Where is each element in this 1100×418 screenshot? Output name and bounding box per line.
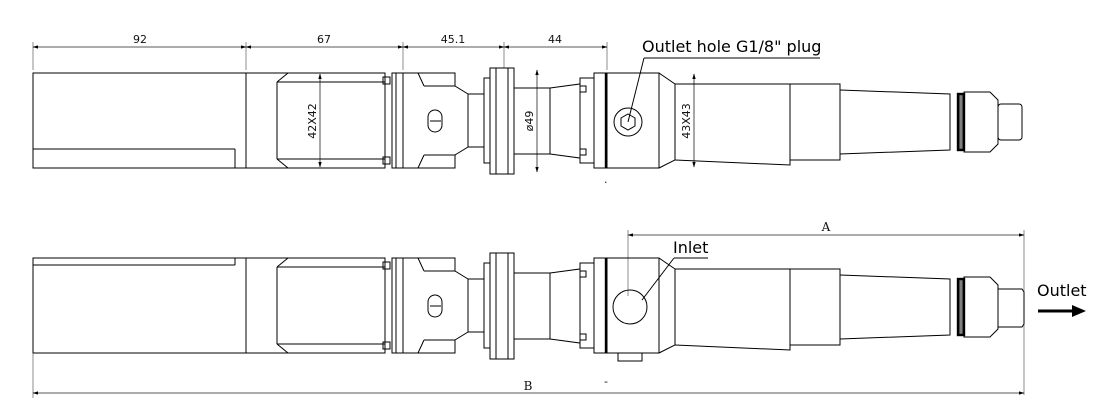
outlet-arrow-icon [1038,305,1086,317]
outlet-hole-label: Outlet hole G1/8" plug [642,37,821,56]
dim-67-text: 67 [317,33,331,46]
tick-mark: . [604,173,608,186]
outlet-label: Outlet [1037,281,1087,300]
dim-92-text: 92 [133,33,147,46]
dim-42x42-text: 42X42 [306,103,319,139]
inlet-label: Inlet [673,238,708,257]
top-view: 92 67 45.1 44 42X42 ø49 [32,33,1023,186]
handle-left [32,72,247,169]
dim-44-text: 44 [548,33,562,46]
plug-icon [613,107,643,137]
tick-mark-2: - [604,375,608,388]
dim-43x43-text: 43X43 [680,103,693,139]
dim-a-text: A [821,220,831,234]
inlet-port-icon [612,289,648,325]
dim-b-text: B [524,379,533,393]
dim-45-text: 45.1 [441,33,466,46]
dim-phi49-text: ø49 [523,111,536,132]
bottom-view: A [32,220,1087,398]
